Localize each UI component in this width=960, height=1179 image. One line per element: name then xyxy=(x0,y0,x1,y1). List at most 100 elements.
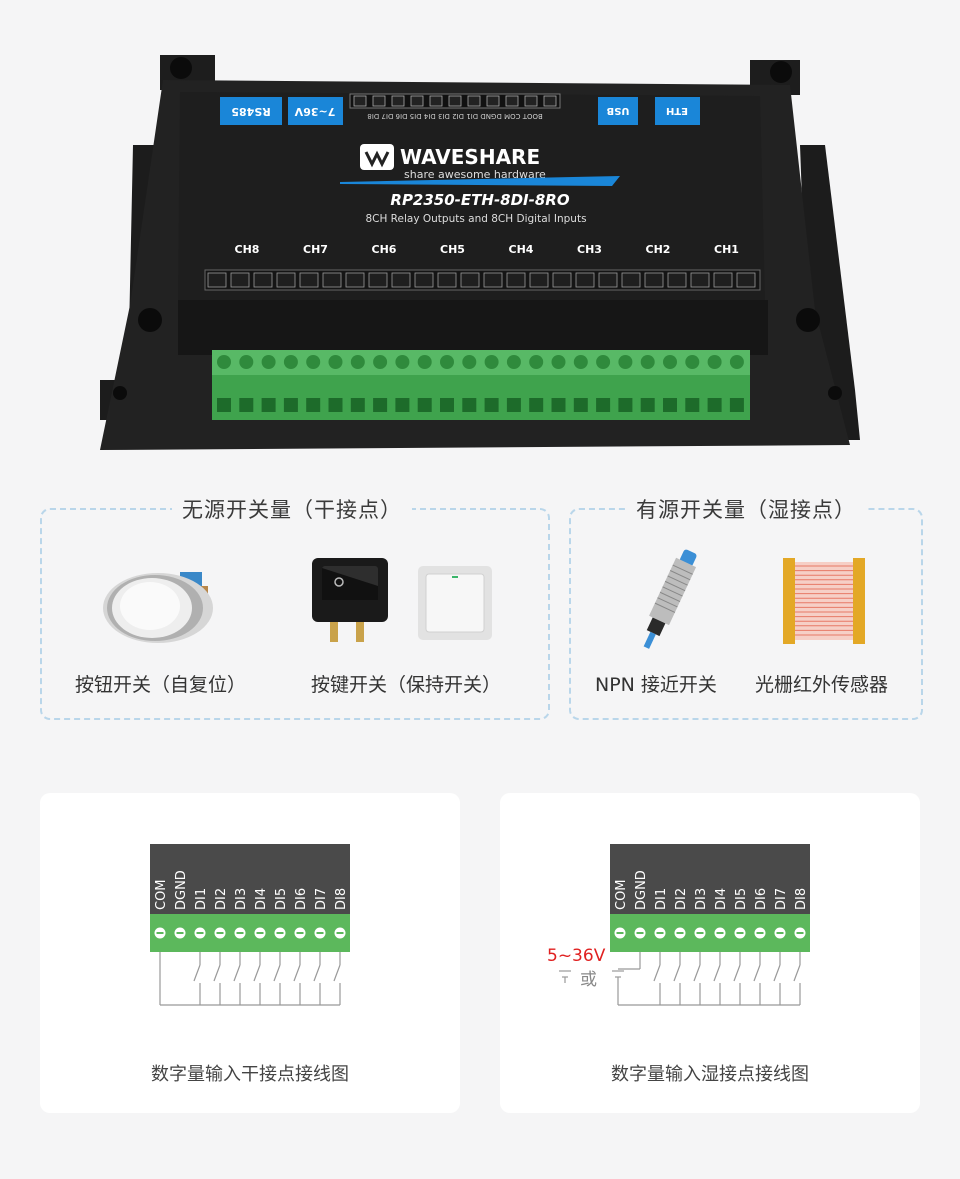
terminal-slot xyxy=(373,398,388,412)
terminal-screw xyxy=(328,355,343,369)
terminal-label: DI4 xyxy=(714,888,729,910)
di-pin-labels: BOOT COM DGND DI1 DI2 DI3 DI4 DI5 DI6 DI… xyxy=(367,112,542,120)
terminal-screw xyxy=(417,355,432,369)
model-text: RP2350-ETH-8DI-8RO xyxy=(390,191,569,209)
terminal-screw xyxy=(618,355,633,369)
terminal-screw xyxy=(484,355,499,369)
terminal-slot xyxy=(239,398,254,412)
terminal-screw xyxy=(551,355,566,369)
top-terminal-pin xyxy=(353,95,367,107)
terminal-screw xyxy=(506,355,521,369)
terminal-slot xyxy=(729,398,744,412)
wall-switch-icon xyxy=(418,566,492,640)
terminal-slot xyxy=(618,398,633,412)
top-terminal-pin xyxy=(410,95,424,107)
relay-terminal-pin xyxy=(713,272,733,288)
voltage-label: 5~36V xyxy=(547,946,606,966)
channel-label: CH3 xyxy=(577,243,602,256)
terminal-slot xyxy=(462,398,477,412)
terminal-label: DI1 xyxy=(654,888,669,910)
top-terminal-pin xyxy=(467,95,481,107)
channel-label: CH1 xyxy=(714,243,739,256)
terminal-screw xyxy=(640,355,655,369)
terminal-slot xyxy=(261,398,276,412)
top-terminal-pin xyxy=(524,95,538,107)
channel-label: CH7 xyxy=(303,243,328,256)
terminal-slot xyxy=(707,398,722,412)
terminal-slot xyxy=(573,398,588,412)
terminal-screw xyxy=(373,355,388,369)
power-label: 7~36V xyxy=(294,105,335,118)
proximity-sensor-label: NPN 接近开关 xyxy=(595,674,717,696)
dc-source-icon xyxy=(559,970,624,983)
terminal-screw xyxy=(573,355,588,369)
wet-contact-caption: 数字量输入湿接点接线图 xyxy=(611,1064,809,1085)
terminal-label: DI1 xyxy=(194,888,209,910)
rocker-switch-label: 按键开关（保持开关） xyxy=(311,674,502,696)
relay-terminal-pin xyxy=(460,272,480,288)
dry-contact-caption: 数字量输入干接点接线图 xyxy=(151,1064,349,1085)
terminal-slot xyxy=(529,398,544,412)
terminal-screw xyxy=(239,355,254,369)
terminal-label: DI5 xyxy=(734,888,749,910)
terminal-slot xyxy=(328,398,343,412)
terminal-slot xyxy=(350,398,365,412)
terminal-screw xyxy=(283,355,298,369)
rs485-label: RS485 xyxy=(231,105,270,118)
relay-terminal-pin xyxy=(207,272,227,288)
terminal-slot xyxy=(440,398,454,412)
relay-terminal-pin xyxy=(322,272,342,288)
terminal-label: DI7 xyxy=(314,888,329,910)
terminal-label: DI6 xyxy=(754,888,769,910)
relay-terminal-pin xyxy=(621,272,641,288)
relay-terminal-pin xyxy=(230,272,250,288)
top-terminal-pin xyxy=(391,95,405,107)
channel-label: CH8 xyxy=(235,243,260,256)
relay-terminal-pin xyxy=(276,272,296,288)
or-text: 或 xyxy=(580,970,597,990)
relay-terminal-pin xyxy=(667,272,687,288)
eth-label: ETH xyxy=(666,105,688,116)
terminal-label: DI3 xyxy=(234,888,249,910)
relay-terminal-pin xyxy=(483,272,503,288)
relay-terminal-pin xyxy=(690,272,710,288)
terminal-slot xyxy=(551,398,566,412)
passive-group-title: 无源开关量（干接点） xyxy=(172,494,412,524)
brand-text: WAVESHARE xyxy=(400,145,540,169)
relay-terminal-pin xyxy=(529,272,549,288)
terminal-label: COM xyxy=(154,879,169,910)
terminal-label: DI4 xyxy=(254,888,269,910)
terminal-screw xyxy=(729,355,744,369)
relay-terminal-pin xyxy=(437,272,457,288)
relay-terminal-pin xyxy=(414,272,434,288)
active-group-title: 有源开关量（湿接点） xyxy=(626,494,866,524)
relay-terminal-pin xyxy=(598,272,618,288)
top-terminal-pin xyxy=(505,95,519,107)
terminal-screw xyxy=(685,355,700,369)
terminal-label: DI2 xyxy=(674,888,689,910)
terminal-label: DI3 xyxy=(694,888,709,910)
terminal-slot xyxy=(685,398,700,412)
terminal-screw xyxy=(306,355,321,369)
relay-terminal-pin xyxy=(253,272,273,288)
relay-terminal-pin xyxy=(368,272,388,288)
terminal-label: DGND xyxy=(174,870,189,910)
active-switch-group: 有源开关量（湿接点） NPN 接近开关 光栅红外传感器 xyxy=(569,494,923,720)
terminal-slot xyxy=(417,398,432,412)
terminal-screw xyxy=(395,355,410,369)
top-terminal-pin xyxy=(543,95,557,107)
terminal-screw xyxy=(529,355,544,369)
terminal-screw xyxy=(596,355,611,369)
terminal-label: DGND xyxy=(634,870,649,910)
top-terminal-pin xyxy=(429,95,443,107)
passive-switch-group: 无源开关量（干接点） 按钮开关（自复位） 按键开关（保持开关） xyxy=(40,494,550,720)
relay-terminal-pin xyxy=(506,272,526,288)
terminal-slot xyxy=(640,398,655,412)
terminal-label: DI5 xyxy=(274,888,289,910)
light-curtain-icon xyxy=(783,558,865,644)
terminal-slot xyxy=(217,398,231,412)
